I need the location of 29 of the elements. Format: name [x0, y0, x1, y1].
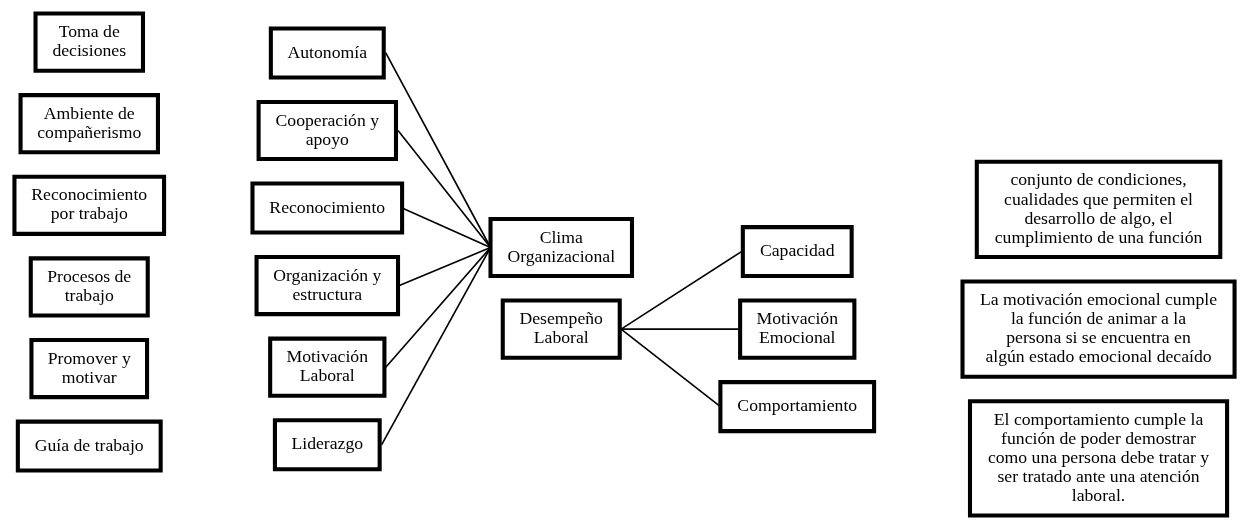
- node-box: Motivación Laboral: [268, 336, 387, 398]
- connector: [380, 246, 492, 446]
- node-box: Desempeño Laboral: [500, 298, 622, 360]
- node-box: Procesos de trabajo: [28, 256, 150, 318]
- node-box: Promover y motivar: [29, 337, 150, 400]
- node-box: Toma de decisiones: [33, 11, 145, 73]
- node-box: La motivación emocional cumple la función de animar a la persona si se encuentra en algún estado emocional decaído: [960, 279, 1237, 379]
- node-box: Autonomía: [268, 26, 386, 80]
- node-box: Reconocimiento por trabajo: [12, 174, 167, 236]
- node-box: Guía de trabajo: [15, 419, 163, 473]
- connector: [401, 207, 492, 249]
- node-box: conjunto de condiciones, cualidades que permiten el desarrollo de algo, el cumplimiento de una función: [974, 159, 1223, 260]
- node-box: Motivación Emocional: [738, 298, 857, 360]
- node-box: Comportamiento: [718, 380, 877, 434]
- node-box: Cooperación y apoyo: [256, 99, 399, 162]
- connector: [384, 52, 492, 249]
- connector: [384, 246, 492, 368]
- connector: [620, 328, 740, 330]
- node-box: Capacidad: [740, 225, 854, 279]
- node-box: Ambiente de compañerismo: [18, 93, 160, 155]
- node-box: Organización y estructura: [254, 255, 401, 317]
- connector: [398, 246, 492, 287]
- node-box: Clima Organizacional: [488, 216, 634, 279]
- node-box: Liderazgo: [272, 418, 382, 472]
- connector: [620, 328, 722, 408]
- connector: [620, 250, 743, 330]
- connector: [397, 129, 492, 249]
- node-box: El comportamiento cumple la función de poder demostrar como una persona debe tratar y ser tratado ante una atención laboral.: [967, 399, 1230, 518]
- node-box: Reconocimiento: [250, 181, 405, 235]
